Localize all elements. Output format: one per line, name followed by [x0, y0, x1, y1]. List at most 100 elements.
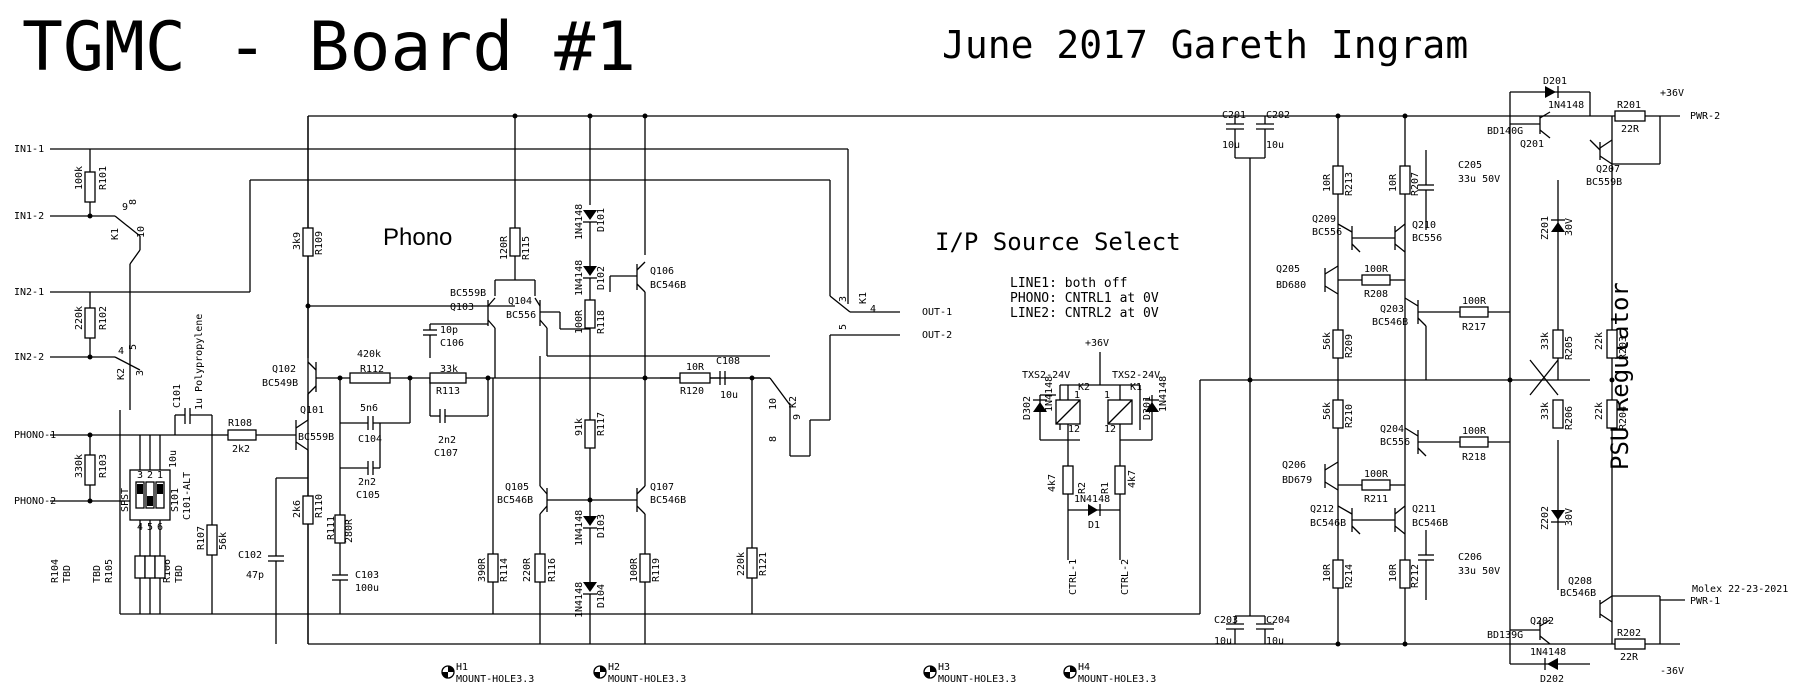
svg-text:R102: R102 [98, 306, 109, 330]
svg-text:D302: D302 [1022, 396, 1033, 420]
svg-text:12: 12 [1068, 424, 1080, 435]
conn-pwr-2: PWR-2 [1690, 111, 1720, 122]
svg-text:R214: R214 [1344, 564, 1355, 588]
svg-text:D201: D201 [1543, 76, 1567, 87]
svg-text:BD140G: BD140G [1487, 126, 1523, 137]
relay-k1-out-ref: K1 [858, 292, 869, 304]
svg-text:BC556: BC556 [1312, 227, 1342, 238]
svg-text:10u: 10u [1222, 140, 1240, 151]
svg-text:C202: C202 [1266, 110, 1290, 121]
conn-ctrl-1: CTRL-1 [1068, 559, 1079, 595]
svg-text:C206: C206 [1458, 552, 1482, 563]
svg-text:R208: R208 [1364, 289, 1388, 300]
svg-text:1: 1 [1104, 390, 1110, 401]
svg-text:10u: 10u [720, 390, 738, 401]
svg-text:1N4148: 1N4148 [574, 582, 585, 618]
svg-text:C103: C103 [355, 570, 379, 581]
svg-text:R107: R107 [196, 526, 207, 550]
note-line2: LINE2: CNTRL2 at 0V [1010, 306, 1159, 321]
svg-text:5: 5 [838, 324, 849, 330]
conn-out-1: OUT-1 [922, 307, 952, 318]
psu-positive-half: 10R R213 10R R207 Q209 BC556 Q210 BC556 … [1276, 116, 1510, 644]
svg-text:BC546B: BC546B [650, 280, 686, 291]
svg-text:100u: 100u [355, 583, 379, 594]
svg-text:9: 9 [122, 202, 128, 213]
svg-text:100R: 100R [1462, 426, 1487, 437]
svg-text:R109: R109 [314, 231, 325, 255]
psu-pass-transistors: D201 1N4148 BD140G Q201 R201 22R +36V PW… [1487, 76, 1788, 685]
svg-text:5n6: 5n6 [360, 403, 378, 414]
svg-text:120R: 120R [499, 235, 510, 260]
svg-text:Q204: Q204 [1380, 424, 1404, 435]
svg-text:R211: R211 [1364, 494, 1388, 505]
section-source-select: I/P Source Select [935, 228, 1181, 256]
svg-text:Q203: Q203 [1380, 304, 1404, 315]
svg-text:R103: R103 [98, 454, 109, 478]
svg-text:R113: R113 [436, 386, 460, 397]
svg-text:C102: C102 [238, 550, 262, 561]
relay-k2-input-contacts: 4 5 K2 3 [114, 344, 146, 380]
source-select-notes: LINE1: both off PHONO: CNTRL1 at 0V LINE… [1010, 276, 1159, 321]
svg-text:4k7: 4k7 [1127, 470, 1138, 488]
svg-text:Q207: Q207 [1596, 164, 1620, 175]
svg-text:3: 3 [838, 296, 849, 302]
svg-text:D301: D301 [1142, 396, 1153, 420]
svg-text:1N4148: 1N4148 [1530, 647, 1566, 658]
svg-text:C201: C201 [1222, 110, 1246, 121]
svg-text:H1: H1 [456, 662, 468, 673]
psu-v-negative: -36V [1660, 666, 1684, 677]
svg-text:BC556: BC556 [506, 310, 536, 321]
svg-text:MOUNT-HOLE3.3: MOUNT-HOLE3.3 [608, 674, 686, 685]
svg-text:9: 9 [792, 414, 803, 420]
svg-text:22k: 22k [1594, 332, 1605, 350]
svg-text:TXS2-24V: TXS2-24V [1112, 370, 1160, 381]
svg-text:56k: 56k [1322, 332, 1333, 350]
svg-text:2n2: 2n2 [438, 435, 456, 446]
svg-text:Q211: Q211 [1412, 504, 1436, 515]
svg-text:10R: 10R [686, 362, 705, 373]
conn-ctrl-2: CTRL-2 [1120, 559, 1131, 595]
conn-phono-2: PHONO-2 [14, 496, 56, 507]
svg-text:D102: D102 [596, 266, 607, 290]
svg-text:BC546B: BC546B [497, 495, 533, 506]
switch-ref: S101 [170, 488, 181, 512]
svg-text:R119: R119 [651, 558, 662, 582]
svg-text:R101: R101 [98, 166, 109, 190]
svg-text:BD679: BD679 [1282, 475, 1312, 486]
svg-text:Q208: Q208 [1568, 576, 1592, 587]
svg-text:33k: 33k [1540, 402, 1551, 420]
svg-text:D202: D202 [1540, 674, 1564, 685]
svg-text:TBD: TBD [62, 565, 73, 583]
mount-hole-h2: H2 MOUNT-HOLE3.3 [593, 662, 686, 685]
svg-text:C104: C104 [358, 434, 382, 445]
svg-text:Q103: Q103 [450, 302, 474, 313]
svg-text:Q205: Q205 [1276, 264, 1300, 275]
svg-text:TBD: TBD [174, 565, 185, 583]
svg-text:10u: 10u [1214, 636, 1232, 647]
svg-text:BC546B: BC546B [1412, 518, 1448, 529]
output-relay-contacts: OUT-1 OUT-2 3 4 5 K1 10 9 8 K2 [768, 292, 952, 457]
svg-text:BD139G: BD139G [1487, 630, 1523, 641]
svg-text:220R: 220R [522, 557, 533, 582]
svg-text:100R: 100R [1462, 296, 1487, 307]
junction-dots [87, 113, 1615, 647]
svg-text:C105: C105 [356, 490, 380, 501]
relay-k1-input-contacts: 9 8 K1 10 [110, 199, 147, 410]
svg-text:H4: H4 [1078, 662, 1090, 673]
svg-text:R111: R111 [326, 516, 337, 540]
svg-text:C106: C106 [440, 338, 464, 349]
svg-text:10R: 10R [1322, 563, 1333, 582]
svg-text:280R: 280R [344, 518, 355, 543]
svg-text:220k: 220k [736, 552, 747, 576]
svg-text:R1: R1 [1100, 482, 1111, 494]
svg-text:BD680: BD680 [1276, 280, 1306, 291]
svg-text:H3: H3 [938, 662, 950, 673]
svg-text:1N4148: 1N4148 [1044, 376, 1055, 412]
svg-text:R206: R206 [1564, 406, 1575, 430]
note-line1: LINE1: both off [1010, 276, 1127, 291]
phono-stage-output: Q106 BC546B Q105 BC546B Q107 BC546B 390R… [477, 116, 770, 644]
svg-text:1: 1 [157, 470, 163, 481]
svg-text:22k: 22k [1594, 402, 1605, 420]
switch-type: SPST [120, 488, 131, 512]
svg-text:10u: 10u [168, 450, 179, 468]
